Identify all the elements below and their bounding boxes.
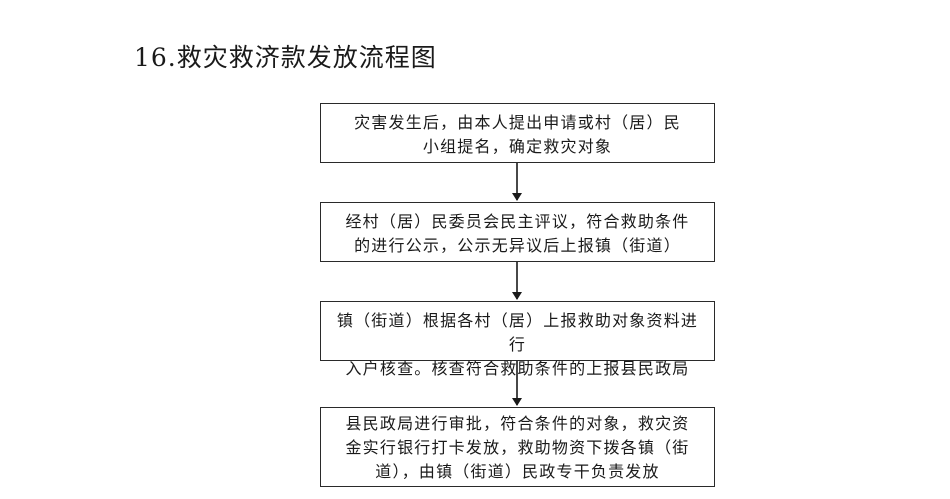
flow-step-application: 灾害发生后，由本人提出申请或村（居）民 小组提名，确定救灾对象 [320, 103, 715, 163]
flow-step-town-verification: 镇（街道）根据各村（居）上报救助对象资料进行 入户核查。核查符合救助条件的上报县… [320, 301, 715, 378]
step-text-line: 县民政局进行审批，符合条件的对象，救灾资 [345, 414, 690, 433]
step-text-line: 金实行银行打卡发放，救助物资下拨各镇（街 [345, 438, 690, 457]
step-text-line: 小组提名，确定救灾对象 [422, 137, 613, 156]
step-text-line: 道），由镇（街道）民政专干负责发放 [375, 462, 660, 481]
step-text-line: 灾害发生后，由本人提出申请或村（居）民 [354, 113, 681, 132]
flow-step-county-approval: 县民政局进行审批，符合条件的对象，救灾资 金实行银行打卡发放，救助物资下拨各镇（… [320, 407, 715, 487]
step-text-line: 镇（街道）根据各村（居）上报救助对象资料进行 [336, 311, 699, 354]
page-title: 16.救灾救济款发放流程图 [134, 43, 437, 72]
step-text-line: 的进行公示，公示无异议后上报镇（街道） [354, 236, 681, 255]
step-text-line: 经村（居）民委员会民主评议，符合救助条件 [345, 212, 690, 231]
step-text-line: 入户核查。核查符合救助条件的上报县民政局 [345, 359, 690, 378]
flow-step-review-publicity: 经村（居）民委员会民主评议，符合救助条件 的进行公示，公示无异议后上报镇（街道） [320, 202, 715, 262]
